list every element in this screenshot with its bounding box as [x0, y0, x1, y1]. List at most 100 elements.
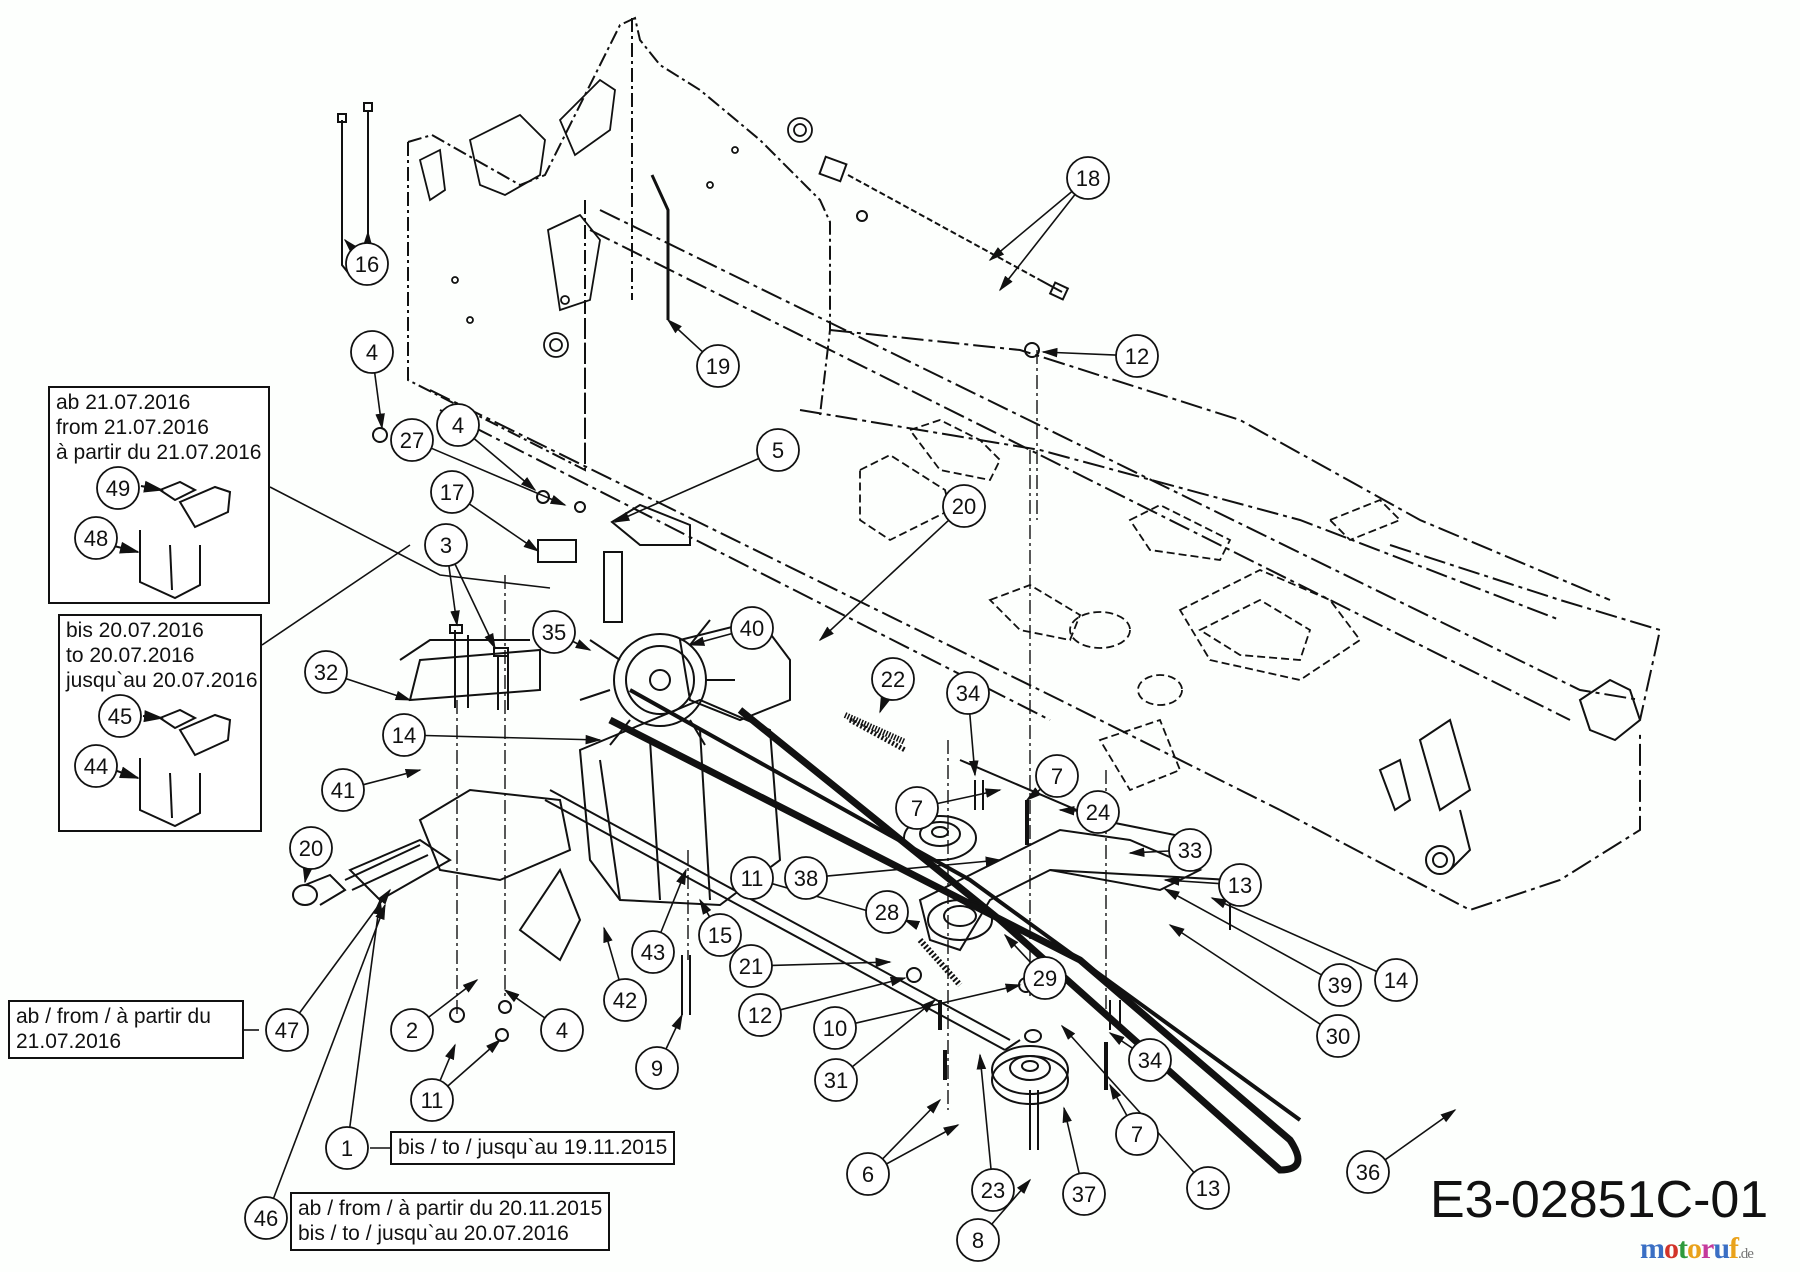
callout-part-36: 36	[1346, 1150, 1390, 1194]
callout-number: 30	[1326, 1024, 1350, 1049]
wire-harness	[818, 155, 1070, 301]
callout-number: 2	[406, 1018, 418, 1043]
callout-circle	[942, 484, 986, 528]
callout-circle	[813, 1006, 857, 1050]
date-note-from-21-07-2016: ab 21.07.2016 from 21.07.2016 à partir d…	[48, 386, 270, 604]
leader-line	[1163, 888, 1322, 976]
callout-number: 19	[706, 354, 730, 379]
leader-line	[363, 768, 422, 786]
callout-circle	[1186, 1166, 1230, 1210]
callout-part-47: 47	[265, 1008, 309, 1052]
leader-line	[1163, 876, 1220, 886]
note-line: ab / from / à partir du	[16, 1005, 211, 1028]
note-line: bis 20.07.2016	[66, 619, 204, 642]
callout-circle	[696, 344, 740, 388]
idler-bracket	[848, 717, 1203, 987]
callout-number: 4	[366, 340, 378, 365]
leader-line	[447, 1038, 502, 1087]
callout-part-23: 23	[971, 1168, 1015, 1212]
callout-part-20: 20	[942, 484, 986, 528]
leader-line	[771, 957, 892, 968]
callout-part-8: 8	[956, 1218, 1000, 1262]
callout-circle	[410, 1078, 454, 1122]
callout-circle	[382, 713, 426, 757]
callout-number: 33	[1178, 838, 1202, 863]
leader-line	[1384, 1109, 1457, 1161]
callout-part-30: 30	[1316, 1014, 1360, 1058]
leader-line	[302, 866, 313, 884]
callout-part-14: 14	[1374, 958, 1418, 1002]
leader-line	[1168, 924, 1321, 1026]
callout-part-14: 14	[382, 713, 426, 757]
callout-number: 47	[275, 1018, 299, 1043]
callout-part-12: 12	[1115, 334, 1159, 378]
callout-number: 42	[613, 988, 637, 1013]
callout-circle	[1023, 956, 1067, 1000]
callout-circle	[698, 913, 742, 957]
callout-circle	[345, 242, 389, 286]
callout-part-27: 27	[390, 418, 434, 462]
leader-line	[503, 989, 546, 1019]
leader-line	[454, 563, 496, 650]
leader-line	[613, 457, 760, 523]
note-line: ab 21.07.2016	[56, 391, 191, 414]
callout-number: 18	[1076, 166, 1100, 191]
callout-circle	[730, 606, 774, 650]
callout-circle	[390, 1008, 434, 1052]
leader-line	[1062, 1106, 1080, 1174]
leader-line	[855, 983, 1022, 1024]
callout-number: 7	[1131, 1122, 1143, 1147]
callout-circle	[871, 657, 915, 701]
callout-part-11: 11	[410, 1078, 454, 1122]
date-note-part-47: ab / from / à partir du 21.07.2016	[8, 1000, 244, 1059]
callout-number: 21	[739, 954, 763, 979]
callout-part-7: 7	[1035, 754, 1079, 798]
leader-line	[572, 639, 592, 651]
callout-circle	[1035, 754, 1079, 798]
callout-number: 9	[651, 1056, 663, 1081]
watermark-suffix: .de	[1738, 1246, 1754, 1262]
callout-part-1: 1	[325, 1126, 369, 1170]
callout-part-4: 4	[350, 330, 394, 374]
callout-circle	[1115, 334, 1159, 378]
callout-part-38: 38	[784, 856, 828, 900]
leader-line	[1128, 847, 1170, 858]
watermark-logo: motoruf.de	[1640, 1232, 1754, 1271]
callout-number: 40	[740, 616, 764, 641]
leader-line	[818, 519, 950, 642]
callout-part-22: 22	[871, 657, 915, 701]
callout-circle	[1346, 1150, 1390, 1194]
callout-number: 4	[452, 413, 464, 438]
watermark-letter: o	[1664, 1232, 1679, 1265]
cooling-fan	[579, 619, 735, 746]
leader-line	[468, 503, 540, 552]
leader-line	[999, 194, 1076, 292]
callout-circle	[390, 418, 434, 462]
callout-circle	[635, 1046, 679, 1090]
callout-part-15: 15	[698, 913, 742, 957]
callout-part-32: 32	[304, 650, 348, 694]
callout-circle	[321, 768, 365, 812]
leader-line	[1058, 805, 1078, 816]
callout-part-39: 39	[1318, 963, 1362, 1007]
date-note-part-46: ab / from / à partir du 20.11.2015 bis /…	[290, 1192, 611, 1251]
callout-part-18: 18	[1066, 156, 1110, 200]
callout-number: 7	[1051, 764, 1063, 789]
callout-number: 13	[1196, 1176, 1220, 1201]
callout-number: 39	[1328, 973, 1352, 998]
callout-number: 28	[875, 900, 899, 925]
callout-circle	[1168, 828, 1212, 872]
callout-part-21: 21	[729, 944, 773, 988]
leader-line	[439, 1043, 456, 1081]
callout-circle	[289, 826, 333, 870]
note-line: 21.07.2016	[16, 1030, 122, 1053]
callout-number: 6	[862, 1162, 874, 1187]
callout-circle	[430, 470, 474, 514]
leader-line	[603, 926, 620, 981]
callout-part-16: 16	[345, 242, 389, 286]
callout-number: 20	[299, 836, 323, 861]
watermark-letter: m	[1640, 1232, 1665, 1265]
note-connectors	[244, 486, 551, 1149]
